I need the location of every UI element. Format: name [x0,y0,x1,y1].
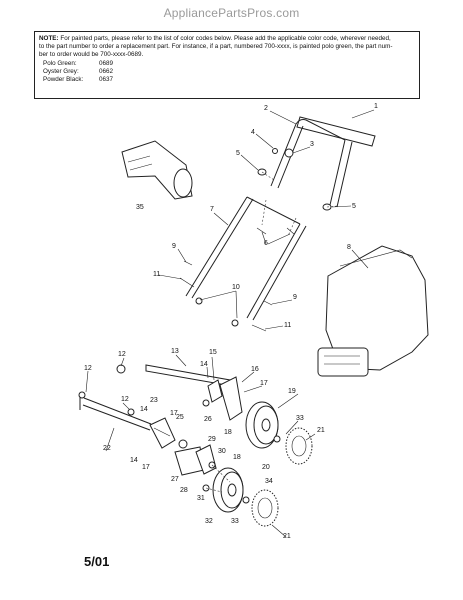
wheel-upper [245,401,279,449]
upper-hardware [257,148,339,211]
lower-hardware [179,227,295,332]
callout-35: 35 [136,204,144,211]
callout-19: 19 [288,388,296,395]
handle-grip [296,116,376,147]
callout-9: 9 [172,243,176,250]
note-line-1: NOTE: For painted parts, please refer to… [39,35,415,43]
color-code: 0689 [99,60,114,67]
callout-34: 34 [265,478,273,485]
collection-bag [317,245,429,377]
callout-2: 2 [264,105,268,112]
callout-11: 11 [284,322,291,329]
watermark: AppliancePartsPros.com [163,6,300,20]
callout-33: 33 [296,415,304,422]
callout-4: 4 [251,129,255,136]
callout-18: 18 [233,454,241,461]
callout-14: 14 [200,361,208,368]
callout-9: 9 [293,294,297,301]
note-line-1-text: For painted parts, please refer to the l… [58,35,391,42]
color-name: Oyster Grey: [43,68,79,75]
callout-1: 1 [374,103,378,110]
callout-30: 30 [218,448,226,455]
callout-28: 28 [180,487,188,494]
callout-33: 33 [231,518,239,525]
callout-12: 12 [118,351,126,358]
height-adjuster-left [149,417,205,476]
color-name: Polo Green: [43,60,77,67]
note-line-2: to the part number to order a replacemen… [39,43,393,50]
callout-12: 12 [84,365,92,372]
gear-upper [273,427,313,465]
callout-20: 20 [262,464,270,471]
color-code-row: Powder Black: 0637 [43,76,415,84]
lower-linkage [195,444,231,493]
color-code-list: Polo Green: 0689 Oyster Grey: 0662 Powde… [43,60,415,84]
callout-16: 16 [251,366,259,373]
note-line-3: ber to order would be 700-xxxx-0689. [39,51,144,58]
callout-labels: 1 2 3 4 5 5 6 7 8 9 9 10 11 11 12 12 12 … [84,103,378,540]
callout-17: 17 [260,380,268,387]
discharge-chute [121,140,193,200]
leader-lines [85,109,375,538]
gear-lower [242,489,279,527]
color-code: 0637 [99,76,114,83]
callout-27: 27 [171,476,179,483]
callout-14: 14 [130,457,138,464]
callout-5: 5 [352,203,356,210]
color-code-row: Oyster Grey: 0662 [43,68,415,76]
callout-3: 3 [310,141,314,148]
note-box: NOTE: For painted parts, please refer to… [34,31,420,99]
callout-25: 25 [176,414,184,421]
callout-14: 14 [140,406,148,413]
callout-5: 5 [236,150,240,157]
color-code: 0662 [99,68,114,75]
wheel-lower [212,467,244,513]
color-name: Powder Black: [43,76,84,83]
callout-17: 17 [170,410,178,417]
callout-12: 12 [121,396,129,403]
callout-29: 29 [208,436,216,443]
callout-17: 17 [142,464,150,471]
callout-32: 32 [205,518,213,525]
callout-21: 21 [283,533,291,540]
color-code-row: Polo Green: 0689 [43,60,415,68]
callout-15: 15 [209,349,217,356]
callout-8: 8 [347,244,351,251]
callout-26: 26 [204,416,212,423]
callout-7: 7 [210,206,214,213]
axle-assembly [78,364,233,431]
height-adjuster-right [202,376,243,421]
callout-18: 18 [224,429,232,436]
callout-31: 31 [197,495,205,502]
revision-date: 5/01 [84,554,110,569]
callout-10: 10 [232,284,240,291]
callout-23: 23 [150,397,158,404]
callout-21: 21 [317,427,325,434]
callout-13: 13 [171,348,179,355]
note-label: NOTE: [39,35,59,42]
callout-11: 11 [153,271,160,278]
lower-handle [185,196,307,321]
